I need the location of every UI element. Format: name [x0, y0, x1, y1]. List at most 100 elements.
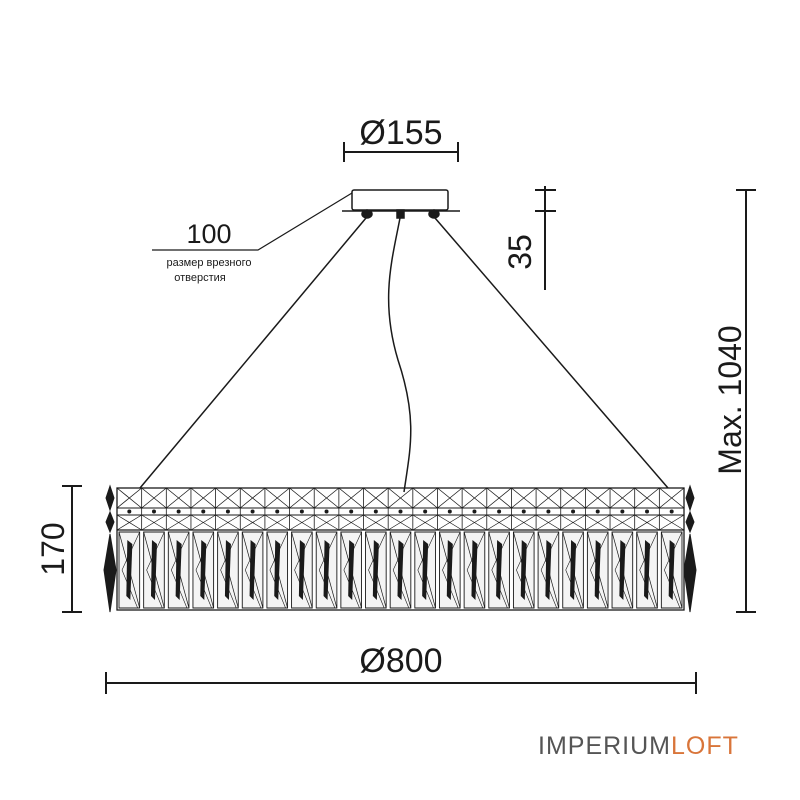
total-height-label: Max. 1040: [712, 325, 748, 474]
crystal-shadow: [274, 540, 281, 600]
crystal-bead: [497, 509, 502, 514]
total-height-dimension: [736, 189, 756, 613]
crystal-top-diagonal: [387, 487, 414, 509]
suspension-wires: [139, 217, 669, 493]
body-diameter-dimension: [105, 672, 697, 694]
crystal-bead: [546, 509, 551, 514]
crystal-bead: [201, 509, 206, 514]
crystal-mid-diagonal: [486, 514, 512, 531]
crystal-top-diagonal: [264, 487, 290, 509]
body-height-dimension: [62, 485, 82, 613]
crystal-shadow: [126, 540, 133, 600]
crystal-mid-diagonal: [560, 514, 586, 531]
right-end-pendant: [683, 484, 697, 613]
crystal-bead: [127, 509, 132, 514]
crystal-top-diagonal: [560, 487, 586, 509]
crystal-top-diagonal: [585, 487, 611, 509]
left-end-pendant: [103, 484, 117, 613]
crystal-shadow: [298, 540, 305, 600]
crystal-bead: [645, 509, 650, 514]
crystal-mid-diagonal: [116, 514, 142, 531]
crystal-bead: [151, 509, 156, 514]
crystal-bead: [447, 509, 452, 514]
crystal-top-diagonal: [190, 487, 216, 509]
crystal-shadow: [323, 540, 330, 600]
crystal-top-diagonal: [486, 487, 512, 509]
crystal-shadow: [397, 540, 404, 600]
crystal-top-diagonal: [313, 487, 340, 509]
canopy-height-dimension: [535, 186, 556, 290]
crystal-shadow: [372, 540, 379, 600]
crystal-shadow: [545, 540, 552, 600]
crystal-bead: [373, 509, 378, 514]
crystal-bead: [595, 509, 600, 514]
crystal-shadow: [644, 540, 651, 600]
hole-size-label: 100: [186, 219, 231, 249]
crystal-top-diagonal: [215, 487, 241, 509]
brand-logo-part1: IMPERIUM: [538, 732, 671, 760]
crystal-bead: [669, 509, 674, 514]
crystal-shadow: [520, 540, 527, 600]
hole-note-line2: отверстия: [174, 272, 226, 284]
crystal-mid-diagonal: [412, 514, 438, 531]
crystal-shadow: [570, 540, 577, 600]
crystal-shadow: [422, 540, 429, 600]
crystal-shadow: [200, 540, 207, 600]
crystal-shadow: [348, 540, 355, 600]
crystal-mid-diagonal: [437, 514, 463, 531]
hole-leader-line: [152, 192, 353, 251]
crystal-shadow: [446, 540, 453, 600]
crystal-top-diagonal: [461, 487, 488, 509]
crystal-mid-diagonal: [511, 514, 537, 531]
crystal-mid-diagonal: [264, 514, 290, 531]
crystal-top-diagonal: [609, 487, 635, 509]
crystal-mid-diagonal: [363, 514, 389, 531]
crystal-top-diagonal: [659, 487, 685, 509]
crystal-mid-diagonal: [240, 514, 266, 531]
crystal-shadow: [175, 540, 182, 600]
canopy-diameter-dimension: [343, 142, 459, 162]
crystal-mid-diagonal: [634, 514, 660, 531]
crystal-mid-diagonal: [289, 514, 315, 531]
crystal-top-diagonal: [166, 487, 192, 509]
crystal-bead: [521, 509, 526, 514]
crystal-mid-diagonal: [190, 514, 216, 531]
crystal-rows: [116, 487, 685, 609]
crystal-shadow: [496, 540, 503, 600]
crystal-mid-diagonal: [585, 514, 611, 531]
crystal-bead: [324, 509, 329, 514]
crystal-top-diagonal: [511, 487, 537, 509]
crystal-mid-diagonal: [535, 514, 561, 531]
crystal-top-diagonal: [634, 487, 660, 509]
body-diameter-label: Ø800: [359, 642, 442, 680]
canopy-height-label: 35: [502, 234, 538, 270]
crystal-mid-diagonal: [609, 514, 635, 531]
crystal-top-diagonal: [338, 487, 364, 509]
crystal-shadow: [619, 540, 626, 600]
crystal-shadow: [224, 540, 231, 600]
crystal-bead: [275, 509, 280, 514]
crystal-mid-diagonal: [461, 514, 487, 531]
crystal-mid-diagonal: [338, 514, 364, 531]
body-height-label: 170: [35, 522, 71, 575]
crystal-mid-diagonal: [215, 514, 241, 531]
crystal-shadow: [668, 540, 675, 600]
brand-logo-part2: LOFT: [671, 732, 739, 760]
crystal-bead: [176, 509, 181, 514]
crystal-shadow: [249, 540, 256, 600]
crystal-bead: [250, 509, 255, 514]
canopy-diameter-label: Ø155: [359, 114, 442, 152]
crystal-shadow: [594, 540, 601, 600]
crystal-bead: [423, 509, 428, 514]
crystal-bead: [398, 509, 403, 514]
crystal-top-diagonal: [412, 487, 438, 509]
crystal-bead: [472, 509, 477, 514]
brand-logo: IMPERIUMLOFT: [538, 732, 739, 761]
crystal-top-diagonal: [116, 487, 142, 509]
crystal-bead: [299, 509, 304, 514]
crystal-mid-diagonal: [314, 514, 340, 531]
crystal-top-diagonal: [289, 487, 315, 509]
crystal-mid-diagonal: [166, 514, 192, 531]
crystal-top-diagonal: [437, 487, 463, 509]
crystal-shadow: [471, 540, 478, 600]
